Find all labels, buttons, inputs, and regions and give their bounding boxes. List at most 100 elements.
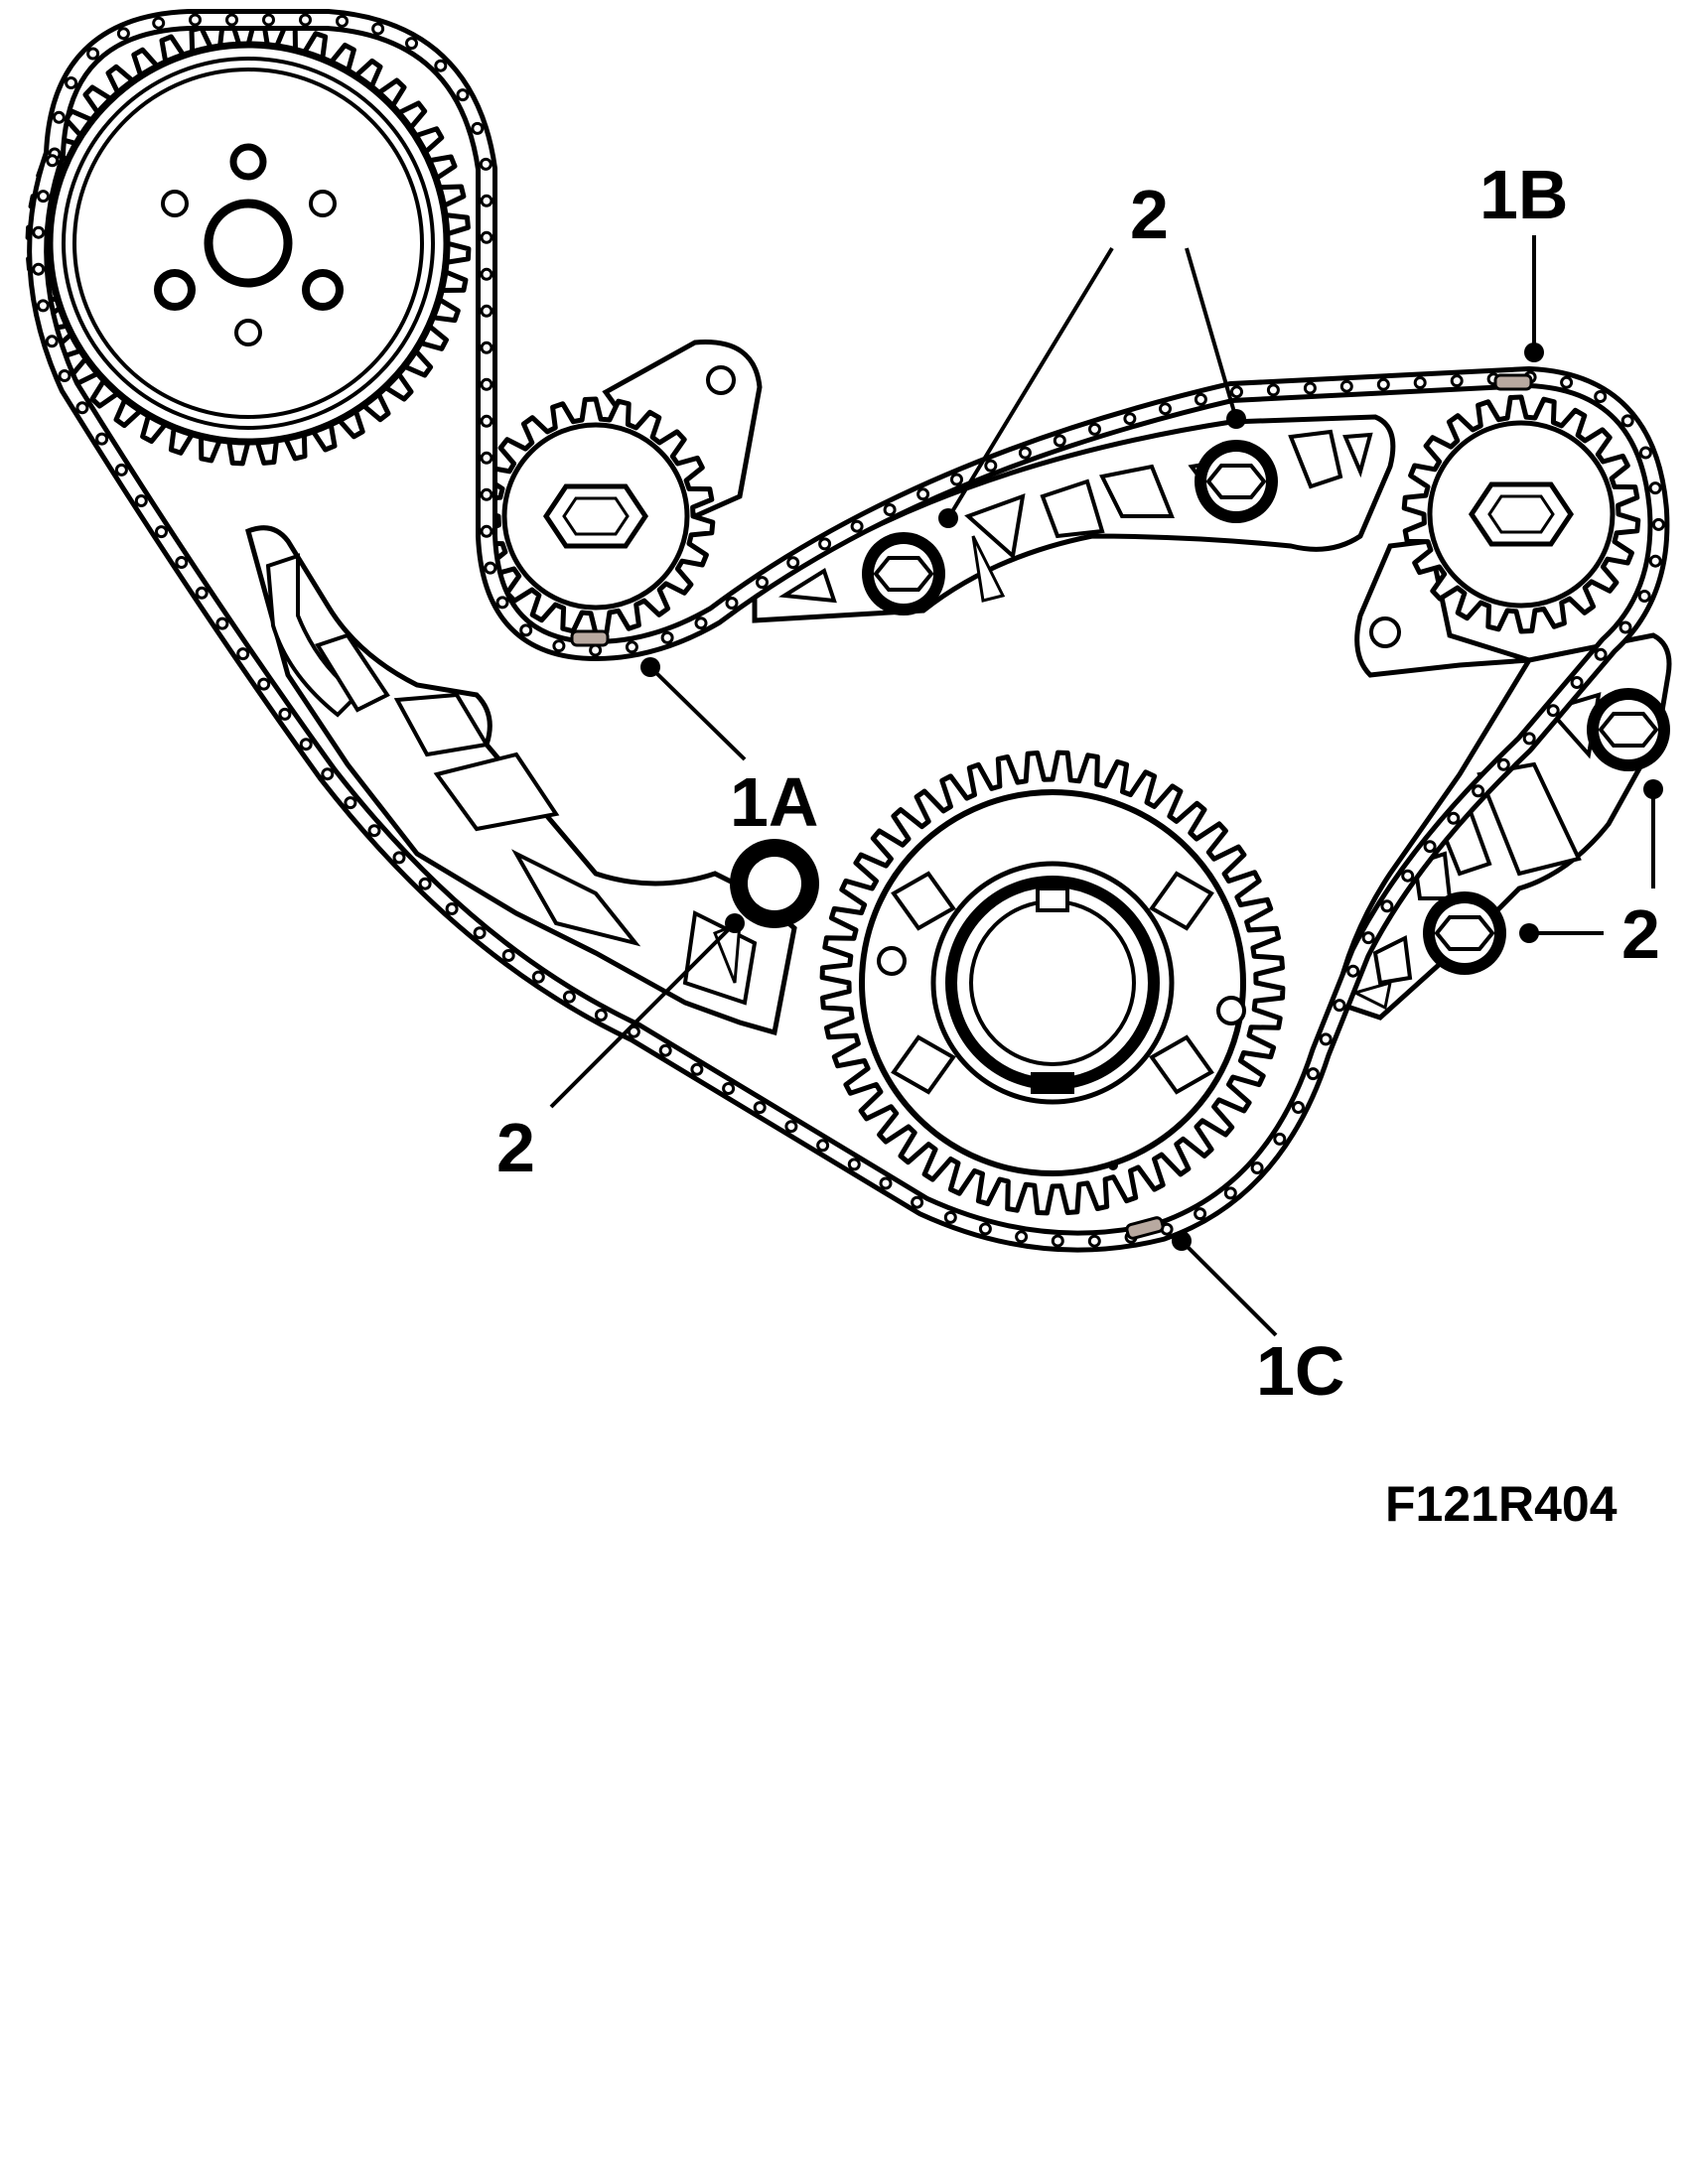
label-2-right: 2 xyxy=(1621,895,1660,973)
chain-pin xyxy=(847,1158,861,1171)
large-pulley-face xyxy=(46,41,451,446)
chain-pin xyxy=(984,459,998,473)
chain-pin xyxy=(46,154,60,168)
chain-pin xyxy=(480,194,493,207)
chain-pin xyxy=(1333,999,1346,1013)
chain-pin xyxy=(694,616,708,630)
chain-pin xyxy=(1053,434,1066,448)
chain-pin xyxy=(480,414,493,428)
chain-pin xyxy=(134,494,148,507)
chain-pin xyxy=(690,1062,704,1076)
chain-pin xyxy=(1194,1207,1207,1221)
chain-pin xyxy=(45,335,59,348)
chain-pin xyxy=(367,824,381,838)
chain-pin xyxy=(1447,811,1461,825)
chain-pin xyxy=(1401,869,1415,883)
chain-pin xyxy=(195,586,209,600)
chain-pin xyxy=(1522,732,1536,746)
chain-pin xyxy=(1570,676,1584,689)
chain-pin xyxy=(531,970,545,984)
chain-pin xyxy=(1637,590,1651,603)
chain-pin xyxy=(850,519,864,533)
crankshaft-hub xyxy=(859,789,1246,1176)
chain-pin xyxy=(1319,1032,1333,1046)
chain-pin xyxy=(916,487,930,501)
chain-pin xyxy=(480,524,493,538)
chain-pin xyxy=(1380,899,1394,913)
chain-pin xyxy=(299,738,313,751)
chain-pin xyxy=(1230,385,1243,399)
chain-pin xyxy=(480,487,493,501)
chain-pin xyxy=(1423,840,1437,854)
label-2-bottom-left: 2 xyxy=(496,1109,535,1186)
figure-code: F121R404 xyxy=(1385,1476,1618,1532)
chain-pin xyxy=(625,640,638,654)
chain-pin xyxy=(1618,620,1632,634)
chain-pin xyxy=(58,369,71,382)
chain-pin xyxy=(1346,964,1360,978)
chain-pin xyxy=(484,561,497,575)
chain-pin xyxy=(1194,392,1207,406)
chain-pin xyxy=(480,267,493,281)
chain-pin xyxy=(722,1082,736,1095)
chain-pin xyxy=(1015,1230,1029,1244)
chain-pin xyxy=(1651,517,1665,531)
chain-pin xyxy=(519,623,533,637)
marked-link-1b xyxy=(1493,373,1533,391)
chain-pin xyxy=(1266,383,1280,397)
chain-pin xyxy=(392,851,406,865)
chain-pin xyxy=(278,707,292,721)
right-cam-bracket xyxy=(1354,538,1530,678)
label-1b: 1B xyxy=(1479,156,1568,233)
chain-pin xyxy=(418,877,432,890)
chain-pin xyxy=(1620,414,1634,428)
chain-pin xyxy=(480,304,493,318)
chain-pin xyxy=(152,16,166,30)
chain-pin xyxy=(257,677,271,691)
chain-pin xyxy=(473,926,487,940)
chain-pin xyxy=(1638,446,1652,460)
chain-pin xyxy=(480,451,493,465)
chain-pin xyxy=(784,1120,798,1134)
chain-pin xyxy=(155,525,168,539)
chain-pin xyxy=(225,13,238,27)
chain-pin xyxy=(236,647,250,661)
chain-pin xyxy=(95,432,109,446)
chain-pin xyxy=(456,88,470,102)
chain-pin xyxy=(911,1195,924,1209)
chain-pin xyxy=(660,630,674,644)
chain-pin xyxy=(943,1210,957,1224)
chain-pin xyxy=(1306,1067,1320,1081)
chain-pin xyxy=(818,537,832,551)
chain-pin xyxy=(32,262,46,276)
marked-link-1a xyxy=(570,629,610,647)
chain-pin xyxy=(1292,1101,1305,1114)
chain-pin xyxy=(1648,481,1662,495)
chain-pin xyxy=(1594,390,1608,403)
chain-pin xyxy=(1087,1234,1101,1248)
chain-pin xyxy=(299,13,312,27)
chain-pin xyxy=(215,616,229,630)
chain-pin xyxy=(1594,647,1608,661)
label-1c: 1C xyxy=(1256,1332,1344,1410)
chain-pin xyxy=(1223,1186,1237,1200)
chain-pin xyxy=(479,157,492,171)
leader-lines xyxy=(549,235,1663,1337)
chain-pin xyxy=(1339,379,1353,393)
label-1a: 1A xyxy=(730,763,818,841)
chain-pin xyxy=(1273,1132,1287,1146)
chain-pin xyxy=(1472,784,1485,798)
chain-pin xyxy=(1018,446,1032,460)
bolt-upper-rail-left xyxy=(862,532,945,615)
chain-pin xyxy=(816,1139,830,1153)
label-2-top: 2 xyxy=(1130,176,1169,253)
chain-pin xyxy=(480,341,493,354)
chain-pin xyxy=(1648,554,1662,568)
chain-pin xyxy=(1413,376,1427,389)
chain-pin xyxy=(32,225,46,239)
right-camshaft-hub xyxy=(1427,420,1616,609)
tensioner-rail-1a xyxy=(244,525,797,1036)
chain-pin xyxy=(1303,381,1317,395)
bolt-right-rail-upper xyxy=(1587,688,1670,771)
